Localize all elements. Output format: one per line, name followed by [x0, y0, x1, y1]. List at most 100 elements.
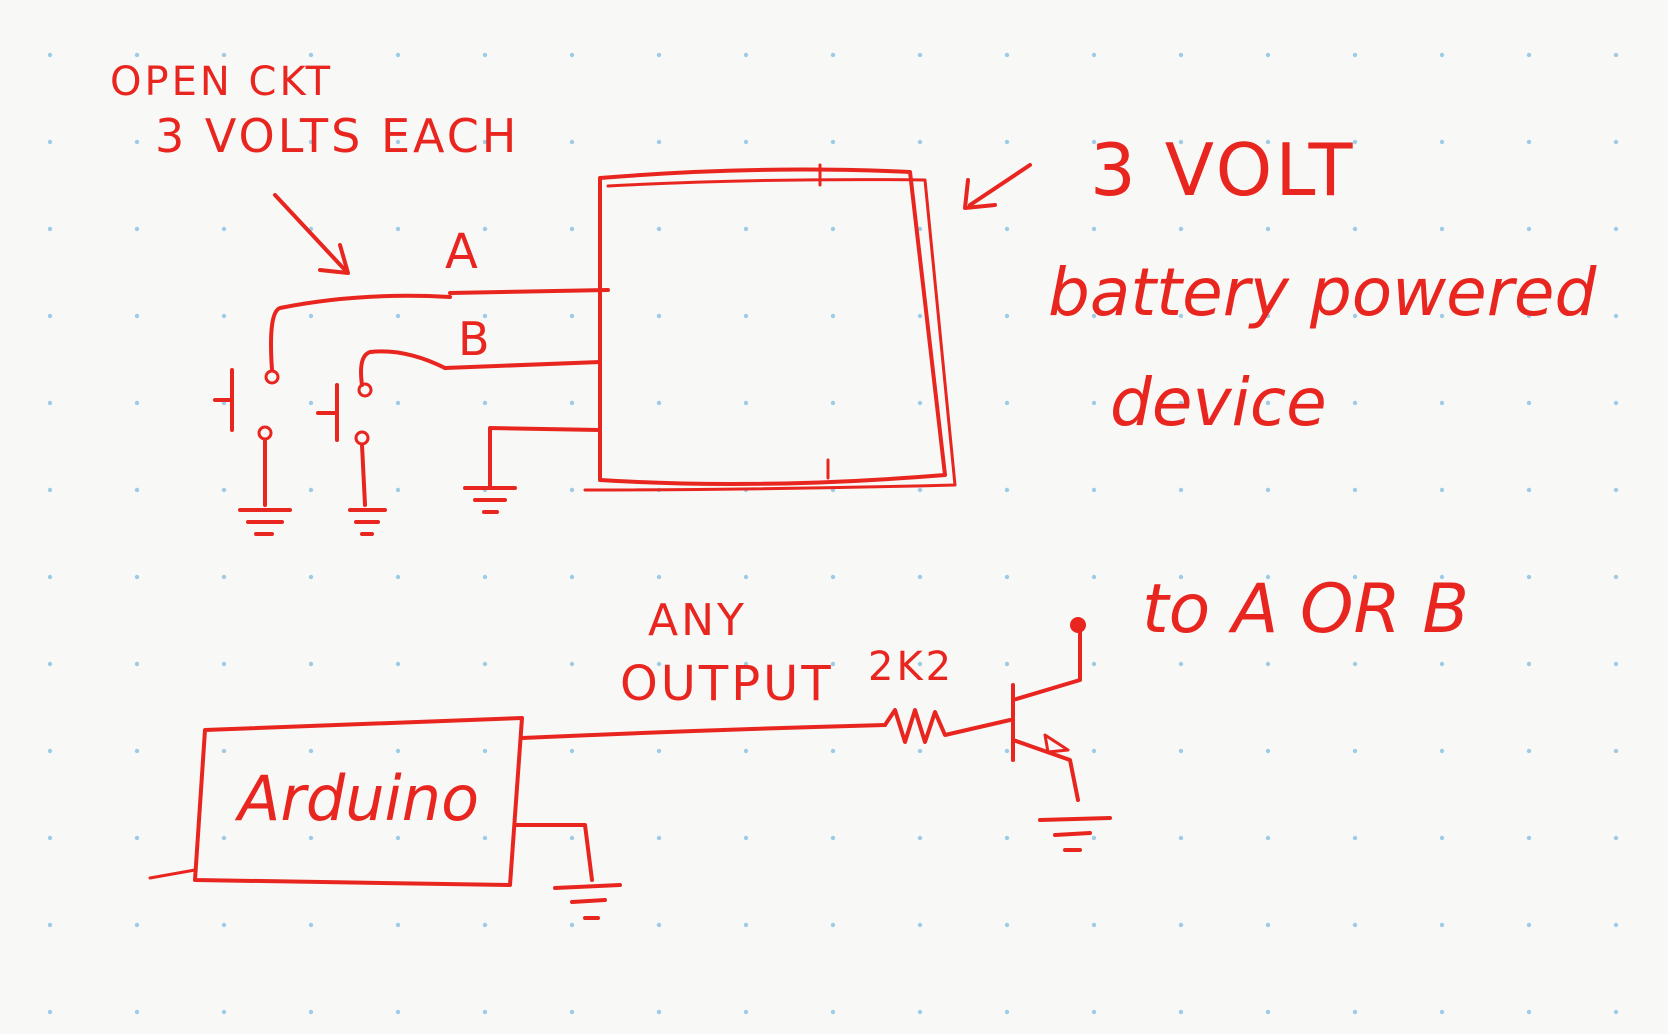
- grid-dot: [1526, 748, 1532, 754]
- grid-dot: [1439, 139, 1445, 145]
- grid-dot: [221, 835, 227, 841]
- grid-dot: [569, 661, 575, 667]
- grid-dot: [1178, 52, 1184, 58]
- grid-dot: [482, 574, 488, 580]
- dot-grid: [47, 52, 1619, 1015]
- grid-dot: [917, 922, 923, 928]
- grid-dot: [1265, 574, 1271, 580]
- grid-dot: [830, 748, 836, 754]
- grid-dot: [1004, 661, 1010, 667]
- grid-dot: [1526, 922, 1532, 928]
- grid-dot: [1265, 748, 1271, 754]
- grid-dot: [308, 661, 314, 667]
- grid-dot: [395, 1009, 401, 1015]
- grid-dot: [47, 574, 53, 580]
- grid-dot: [1091, 661, 1097, 667]
- grid-dot: [743, 661, 749, 667]
- grid-dot: [1613, 226, 1619, 232]
- grid-dot: [134, 226, 140, 232]
- grid-dot: [134, 1009, 140, 1015]
- grid-dot: [1091, 922, 1097, 928]
- grid-dot: [47, 52, 53, 58]
- grid-dot: [656, 52, 662, 58]
- grid-dot: [743, 748, 749, 754]
- grid-dot: [1265, 1009, 1271, 1015]
- grid-dot: [395, 400, 401, 406]
- grid-dot: [917, 487, 923, 493]
- pushbutton-b-icon: [316, 382, 387, 536]
- device-box: [583, 163, 957, 492]
- grid-dot: [221, 574, 227, 580]
- grid-dot: [1352, 922, 1358, 928]
- grid-dot: [134, 748, 140, 754]
- grid-dot: [656, 574, 662, 580]
- open-circuit-label-line1: OPEN CKT: [110, 59, 333, 105]
- to-a-or-b-label: to A OR B: [1142, 570, 1469, 649]
- grid-dot: [1004, 922, 1010, 928]
- terminal-a-label: A: [445, 224, 481, 280]
- grid-dot: [47, 835, 53, 841]
- grid-dot: [1526, 1009, 1532, 1015]
- pushbutton-a-icon: [213, 368, 292, 536]
- grid-dot: [1004, 400, 1010, 406]
- grid-dot: [1265, 139, 1271, 145]
- grid-dot: [1352, 748, 1358, 754]
- grid-dot: [1439, 487, 1445, 493]
- grid-dot: [656, 661, 662, 667]
- grid-dot: [917, 52, 923, 58]
- grid-dot: [1091, 748, 1097, 754]
- grid-dot: [1352, 52, 1358, 58]
- grid-dot: [1613, 313, 1619, 319]
- grid-dot: [47, 661, 53, 667]
- grid-dot: [743, 313, 749, 319]
- grid-dot: [569, 574, 575, 580]
- device-arrow: [963, 163, 1032, 210]
- grid-dot: [1004, 574, 1010, 580]
- grid-dot: [1091, 1009, 1097, 1015]
- grid-dot: [308, 835, 314, 841]
- grid-dot: [221, 1009, 227, 1015]
- grid-dot: [308, 400, 314, 406]
- terminal-b-label: B: [458, 312, 493, 366]
- grid-dot: [482, 52, 488, 58]
- grid-dot: [1439, 400, 1445, 406]
- grid-dot: [569, 313, 575, 319]
- grid-dot: [308, 52, 314, 58]
- grid-dot: [656, 748, 662, 754]
- grid-dot: [743, 139, 749, 145]
- grid-dot: [1526, 400, 1532, 406]
- arduino-label: Arduino: [234, 762, 479, 835]
- grid-dot: [47, 487, 53, 493]
- grid-dot: [1178, 748, 1184, 754]
- grid-dot: [1613, 835, 1619, 841]
- grid-dot: [1265, 400, 1271, 406]
- grid-dot: [1352, 661, 1358, 667]
- grid-dot: [134, 52, 140, 58]
- grid-dot: [917, 1009, 923, 1015]
- grid-dot: [1004, 835, 1010, 841]
- grid-dot: [1526, 487, 1532, 493]
- grid-dot: [134, 313, 140, 319]
- grid-dot: [1439, 313, 1445, 319]
- grid-dot: [47, 400, 53, 406]
- grid-dot: [830, 661, 836, 667]
- grid-dot: [1178, 487, 1184, 493]
- grid-dot: [221, 313, 227, 319]
- grid-dot: [1004, 52, 1010, 58]
- grid-dot: [482, 400, 488, 406]
- grid-dot: [1265, 922, 1271, 928]
- grid-dot: [1526, 52, 1532, 58]
- grid-dot: [830, 922, 836, 928]
- grid-dot: [917, 748, 923, 754]
- grid-dot: [830, 139, 836, 145]
- npn-transistor-icon: [1011, 617, 1112, 852]
- grid-dot: [47, 922, 53, 928]
- grid-dot: [47, 226, 53, 232]
- grid-dot: [1352, 139, 1358, 145]
- grid-dot: [1091, 574, 1097, 580]
- grid-dot: [1526, 139, 1532, 145]
- device-ground-wire: [463, 426, 602, 514]
- grid-dot: [830, 835, 836, 841]
- grid-dot: [1613, 1009, 1619, 1015]
